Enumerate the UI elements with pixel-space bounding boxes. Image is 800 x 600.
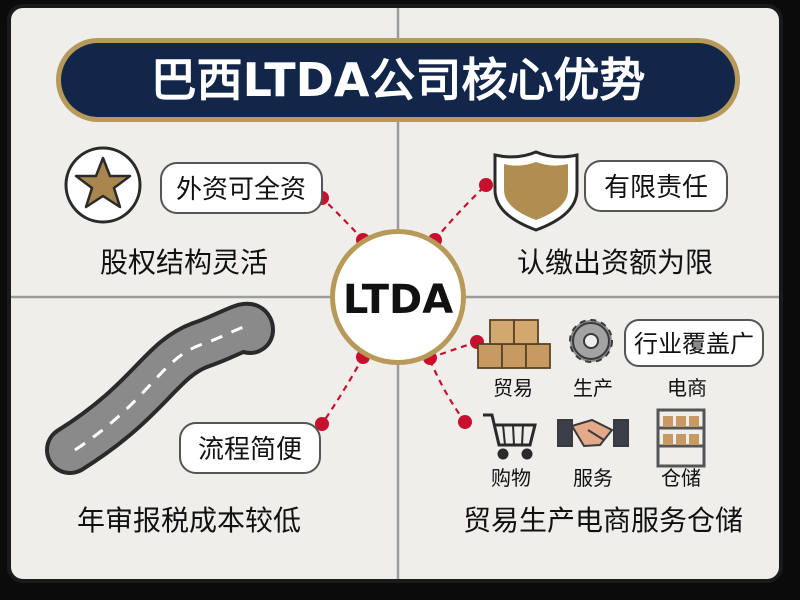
gear-icon [569, 319, 613, 363]
industry-label: 贸易 [493, 376, 533, 400]
page-title: 巴西LTDA公司核心优势 [151, 53, 646, 107]
tag-pill-top-left [160, 162, 323, 214]
quadrant-top-left: 外资可全资 股权结构灵活 [64, 146, 323, 279]
industry-label: 电商 [667, 376, 707, 400]
tag-label-top-left: 外资可全资 [176, 175, 306, 205]
tag-label-bottom-right: 行业覆盖广 [634, 330, 754, 358]
boxes-icon [477, 319, 551, 369]
tag-pill-top-right [584, 160, 728, 212]
industry-label: 仓储 [661, 466, 701, 490]
star-icon [64, 146, 142, 224]
connector-bottom-right-lower [428, 359, 466, 423]
quadrant-top-right: 有限责任 认缴出资额为限 [493, 150, 728, 279]
handshake-icon [557, 418, 629, 448]
caption-bottom-left: 年审报税成本较低 [77, 504, 301, 537]
caption-top-left: 股权结构灵活 [100, 246, 268, 279]
tag-label-bottom-left: 流程简便 [198, 435, 302, 465]
title-banner: 巴西LTDA公司核心优势 [56, 38, 740, 122]
industry-label: 服务 [573, 466, 613, 490]
road-icon [45, 301, 275, 475]
tag-pill-bottom-right [624, 319, 764, 367]
quadrant-bottom-right: 行业覆盖广 贸易 生产 电商 [463, 319, 764, 537]
connector-top-right [434, 184, 487, 241]
industry-label: 生产 [573, 376, 613, 400]
shield-icon [493, 150, 579, 232]
tag-label-top-right: 有限责任 [604, 173, 708, 203]
warehouse-shelf-icon [656, 408, 706, 468]
shopping-cart-icon [483, 413, 537, 460]
industry-label: 购物 [491, 466, 531, 490]
center-label: LTDA [343, 277, 453, 323]
caption-top-right: 认缴出资额为限 [517, 246, 713, 279]
quadrant-bottom-left: 流程简便 年审报税成本较低 [45, 301, 321, 537]
caption-bottom-right: 贸易生产电商服务仓储 [463, 504, 743, 537]
tag-pill-bottom-left [179, 422, 321, 474]
connector-bottom-left [321, 356, 364, 425]
center-node: LTDA [330, 229, 466, 365]
